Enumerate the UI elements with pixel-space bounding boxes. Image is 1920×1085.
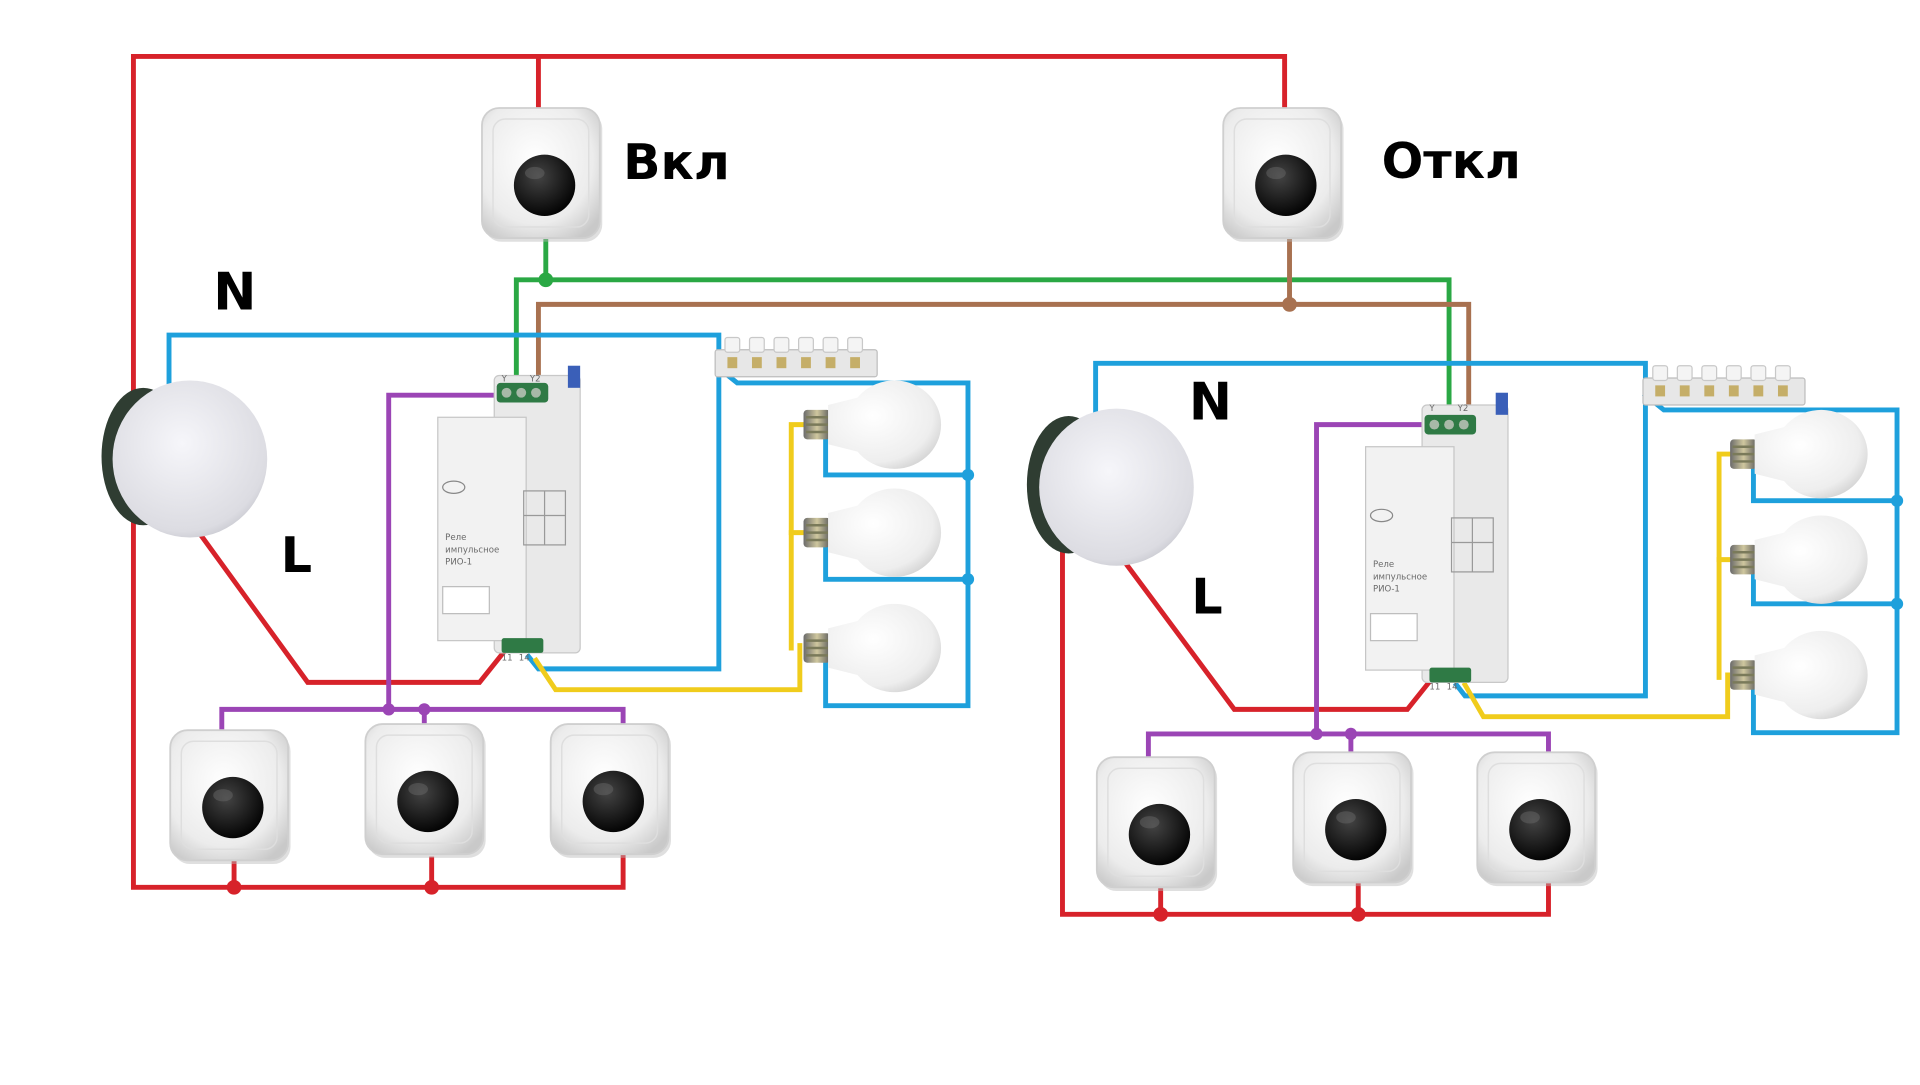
relay-right-brand: Реле — [1373, 560, 1394, 570]
relay-left-brand: Реле — [445, 533, 466, 543]
relay-right-terminal-y1: Y — [1428, 404, 1435, 414]
lamp-right-2 — [1728, 514, 1869, 606]
local-button-left-3[interactable] — [549, 723, 672, 859]
relay-right-line1: импульсное — [1373, 572, 1427, 582]
local-button-right-2[interactable] — [1292, 751, 1415, 888]
off-button[interactable] — [1222, 107, 1345, 243]
neutral-wires-left — [166, 332, 971, 709]
relay-right-terminal-11: 11 — [1429, 683, 1440, 693]
local-button-right-3[interactable] — [1476, 751, 1599, 888]
relay-left-terminal-11: 11 — [502, 653, 513, 663]
local-button-left-1[interactable] — [169, 729, 292, 865]
local-button-right-1[interactable] — [1095, 756, 1219, 892]
off-control-wire — [535, 235, 1472, 420]
lamp-right-1 — [1728, 408, 1869, 500]
wires — [130, 54, 1900, 917]
neutral-label-left: N — [213, 262, 256, 322]
terminal-block-right — [1642, 365, 1806, 406]
local-button-left-2[interactable] — [364, 723, 487, 859]
relay-right-terminal-y2: Y2 — [1457, 404, 1469, 414]
phase-wires — [130, 54, 1551, 917]
relay-left-terminal-y1: Y — [501, 375, 508, 385]
breaker-left — [101, 380, 268, 538]
relay-right-terminal-14: 14 — [1447, 683, 1458, 693]
phase-label-right: L — [1191, 568, 1222, 626]
off-button-label: Откл — [1382, 132, 1521, 190]
relay-left-terminal-y2: Y2 — [529, 375, 541, 385]
on-button[interactable] — [481, 107, 604, 243]
relay-left: Реле импульсное РИО-1 Y Y2 11 14 — [437, 365, 581, 663]
on-button-label: Вкл — [623, 133, 730, 191]
neutral-wires-right — [1093, 360, 1900, 736]
breaker-right — [1026, 408, 1194, 566]
junction-dots — [226, 272, 1904, 922]
relay-right-line2: РИО-1 — [1373, 585, 1400, 595]
relay-right: Реле импульсное РИО-1 Y Y2 11 14 — [1365, 392, 1509, 693]
relay-left-terminal-14: 14 — [519, 653, 530, 663]
on-control-wire — [513, 235, 1452, 420]
relay-left-line1: импульсное — [445, 545, 499, 555]
relay-left-line2: РИО-1 — [445, 558, 472, 568]
phase-label-left: L — [281, 526, 312, 584]
terminal-block-left — [714, 336, 878, 378]
lamp-right-3 — [1728, 629, 1869, 721]
neutral-label-right: N — [1189, 373, 1232, 433]
